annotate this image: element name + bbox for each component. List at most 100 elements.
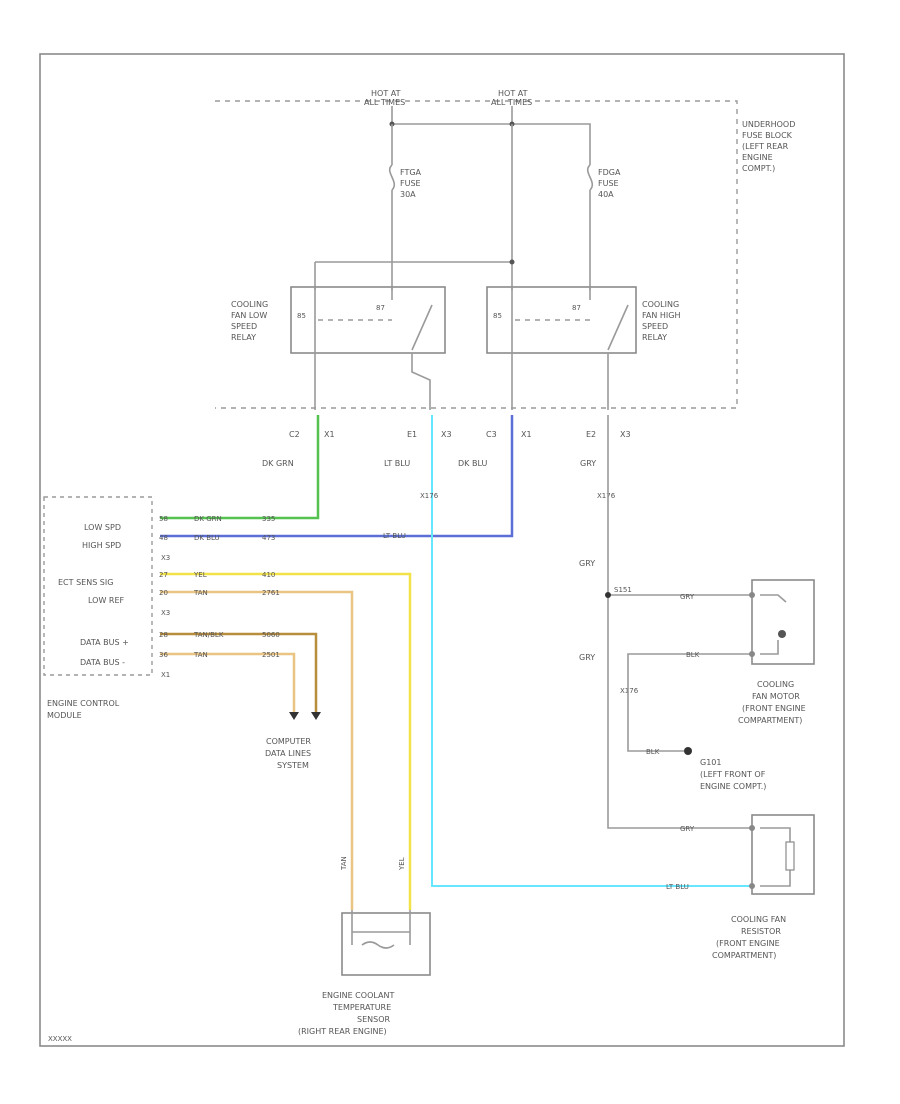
relay-2-pin-85: 85 [493, 312, 502, 320]
wire-label-gry: GRY [580, 459, 596, 468]
ecm-wire-4-color: TAN/BLK [193, 631, 224, 639]
fan-resistor-label-0: COOLING FAN [731, 915, 786, 924]
ecm-label-0: ENGINE CONTROL [47, 699, 120, 708]
ecm-wire-1-circuit: 473 [262, 534, 275, 542]
ecm-wire-4-pin: 28 [159, 631, 168, 639]
tan-data-wire [160, 652, 296, 712]
splice-s151-dot [605, 592, 611, 598]
ecm-pin-x3-a: X3 [161, 554, 170, 562]
low-speed-relay-box [290, 286, 446, 354]
ecm-label-1: MODULE [47, 711, 82, 720]
ground-line-1: (LEFT FRONT OF [700, 770, 766, 779]
cdls-arrow-1 [289, 712, 299, 720]
ect-label-2: SENSOR [357, 1015, 390, 1024]
conn-3-pin: C3 [486, 430, 497, 439]
ecm-wire-2-color: YEL [193, 571, 207, 579]
fan-motor-pin-a [749, 592, 755, 598]
coil-feed-bus [314, 124, 513, 290]
cdls-label-2: SYSTEM [277, 761, 309, 770]
fuse-2-symbol [586, 164, 594, 191]
ect-sensor-internal [351, 910, 411, 945]
fuse-2-rating: 40A [598, 190, 614, 199]
ecm-wire-2-pin: 27 [159, 571, 168, 579]
ecm-wire-2-circuit: 410 [262, 571, 275, 579]
splice-label-3: X176 [620, 687, 639, 695]
relay-1-contact [411, 304, 433, 351]
conn-1-pin: C2 [289, 430, 300, 439]
fan-motor-box [751, 579, 815, 665]
ect-sensor-box [341, 912, 431, 976]
relay-2-label-0: COOLING [642, 300, 679, 309]
wire-label-dk-grn: DK GRN [262, 459, 294, 468]
fuse-1-symbol [388, 164, 396, 191]
blk-label-1: BLK [686, 651, 700, 659]
ground-g101-symbol [684, 747, 692, 755]
cdls-label-1: DATA LINES [265, 749, 311, 758]
ecm-pin-x3-b: X3 [161, 609, 170, 617]
relay-2-internal [511, 287, 591, 353]
ect-label-3: (RIGHT REAR ENGINE) [298, 1027, 387, 1036]
outer-frame [39, 53, 845, 1047]
hot-label-2-line1: HOT AT [498, 89, 528, 98]
conn-4-conn: X3 [620, 430, 631, 439]
ecm-wire-5-pin: 36 [159, 651, 168, 659]
conn-4-pin: E2 [586, 430, 596, 439]
splice-label-2: X176 [597, 492, 616, 500]
gry-label-2: GRY [579, 653, 595, 662]
relay-1-label-0: COOLING [231, 300, 268, 309]
relay-1-switch-out [411, 353, 431, 410]
conn-2-pin: E1 [407, 430, 417, 439]
ect-wire-tan-label: TAN [340, 856, 348, 871]
fan-resistor-label-1: RESISTOR [741, 927, 781, 936]
fan-resistor-wire-label: LT BLU [666, 883, 689, 891]
fan-motor-label-1: FAN MOTOR [752, 692, 800, 701]
splice-label-1: X176 [420, 492, 439, 500]
dk-blu-wire [160, 415, 514, 538]
ecm-wire-4-circuit: 5060 [262, 631, 280, 639]
relay-1-label-1: FAN LOW [231, 311, 267, 320]
ecm-outline [43, 496, 153, 676]
splice-s151-label: S151 [614, 586, 632, 594]
fan-motor-symbol [778, 630, 786, 638]
ecm-wire-3-color: TAN [193, 589, 208, 597]
conn-2-conn: X3 [441, 430, 452, 439]
power-bus [391, 106, 591, 165]
ecm-wire-5-circuit: 2501 [262, 651, 280, 659]
gry-wire-main [607, 415, 752, 829]
ecm-pin-low-ref: LOW REF [88, 596, 125, 605]
ecm-wire-3-circuit: 2761 [262, 589, 280, 597]
blk-label-2: BLK [646, 748, 660, 756]
ect-thermistor-symbol [361, 941, 395, 949]
fuse-1-name: FTGA [400, 168, 422, 177]
ecm-wire-0-pin: 58 [159, 515, 168, 523]
dk-grn-wire [160, 415, 320, 520]
fan-motor-pin-b [749, 651, 755, 657]
relay-2-label-3: RELAY [642, 333, 667, 342]
ecm-pin-x1: X1 [161, 671, 170, 679]
ecm-wire-0-circuit: 335 [262, 515, 275, 523]
relay-1-pin-85: 85 [297, 312, 306, 320]
relay-1-label-3: RELAY [231, 333, 256, 342]
fuse-block-label-2: (LEFT REAR [742, 142, 789, 151]
fan-resistor-label-2: (FRONT ENGINE [716, 939, 780, 948]
ecm-wire-1-pin: 48 [159, 534, 168, 542]
fan-resistor-box [751, 814, 815, 895]
hot-label-2-line2: ALL TIMES [491, 98, 532, 107]
wire-label-lt-blu: LT BLU [384, 459, 410, 468]
wire-label-dk-blu: DK BLU [458, 459, 487, 468]
fan-resistor-symbol [785, 841, 795, 871]
relay-1-label-2: SPEED [231, 322, 257, 331]
ecm-wire-0-color: DK GRN [194, 515, 222, 523]
fan-resistor-pin-b [749, 883, 755, 889]
conn-1-conn: X1 [324, 430, 335, 439]
high-speed-relay-box [486, 286, 637, 354]
ground-line-2: ENGINE COMPT.) [700, 782, 766, 791]
fuse-block-label-1: FUSE BLOCK [742, 131, 793, 140]
ecm-wire-5-color: TAN [193, 651, 208, 659]
ecm-pin-low-spd: LOW SPD [84, 523, 121, 532]
conn-3-conn: X1 [521, 430, 532, 439]
cdls-arrow-2 [311, 712, 321, 720]
blk-wire [627, 653, 752, 752]
fuse-2-name: FDGA [598, 168, 621, 177]
